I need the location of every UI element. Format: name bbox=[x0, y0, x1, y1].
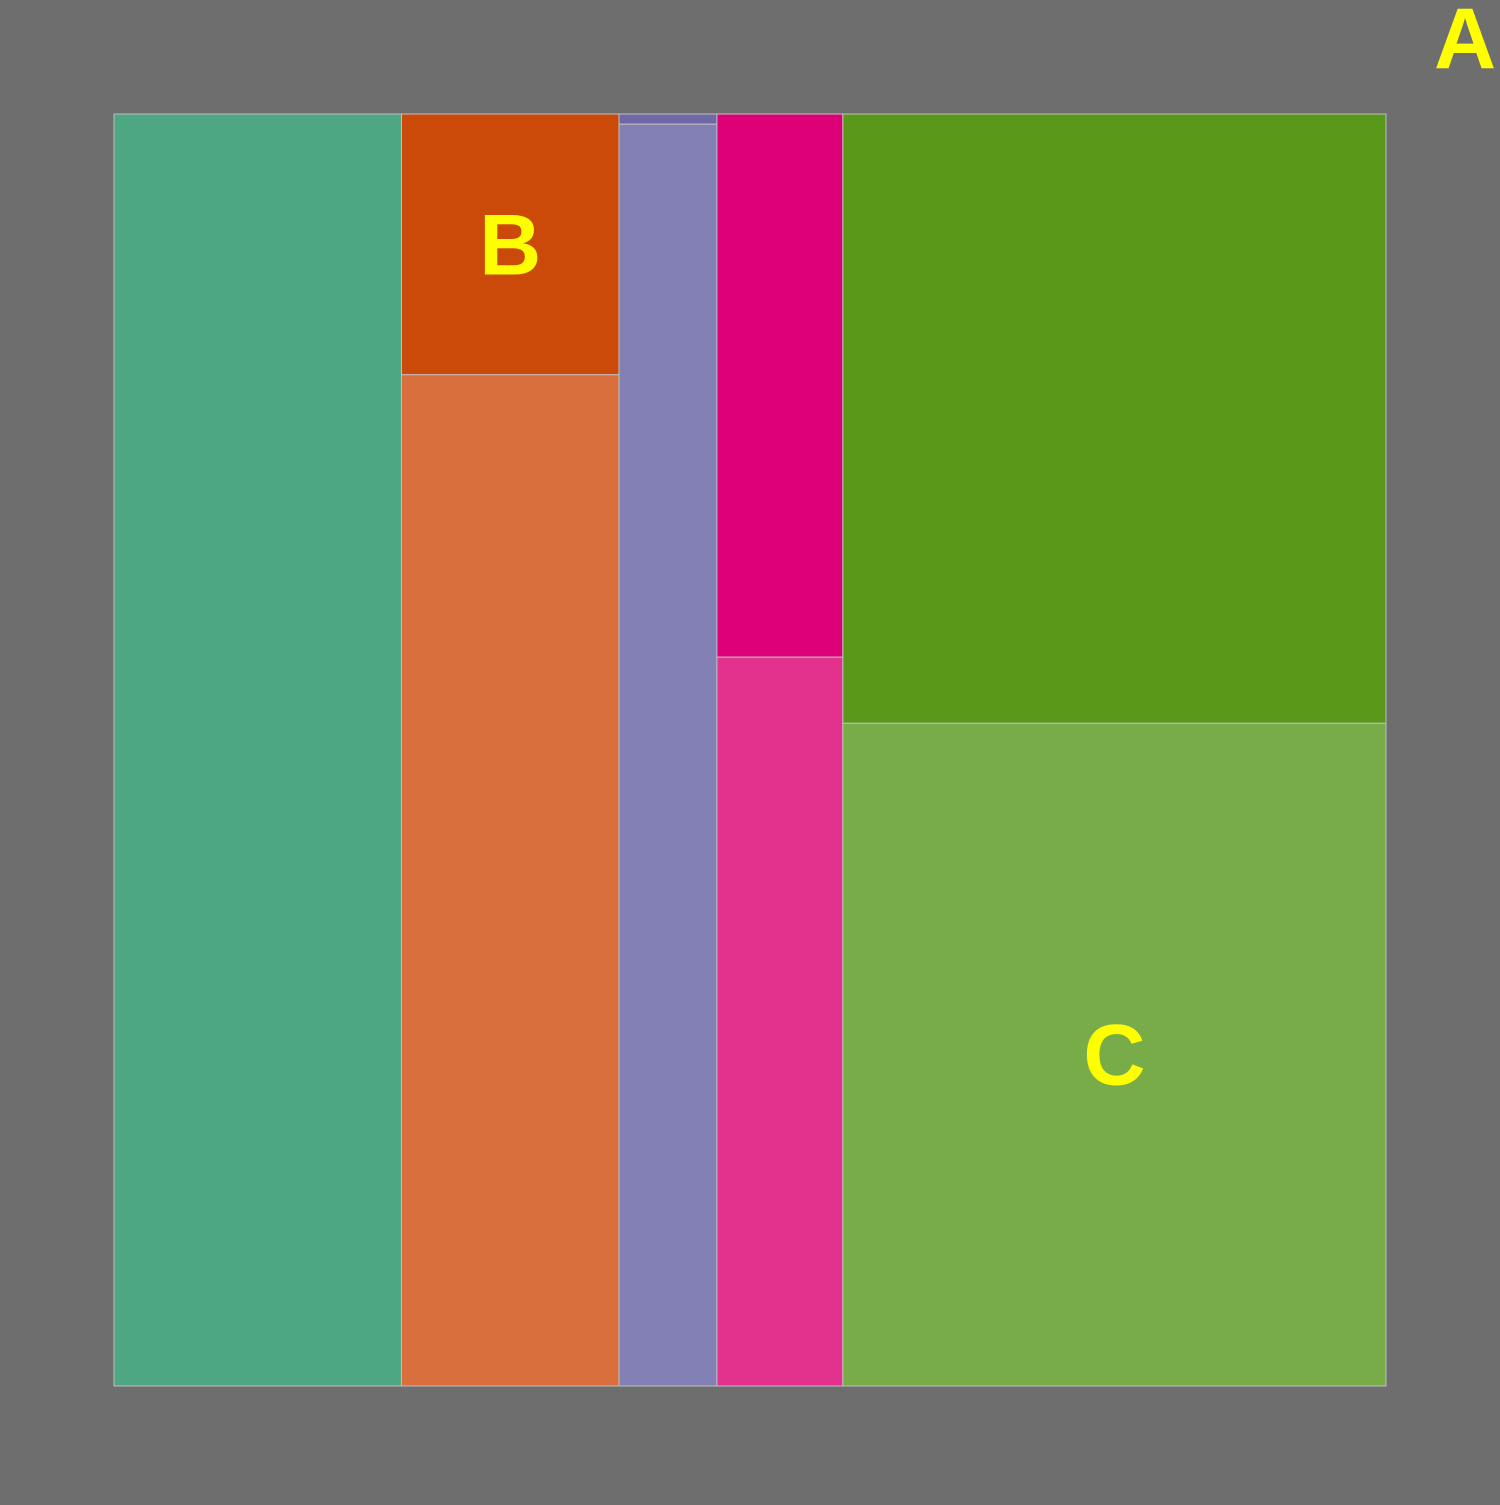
treemap-labels: BC bbox=[479, 197, 1145, 1103]
treemap-cell-1-0 bbox=[400, 113, 620, 376]
treemap-cell-0-0 bbox=[113, 113, 402, 1387]
treemap-cell-2-1 bbox=[618, 123, 718, 1387]
treemap-cell-label-C: C bbox=[1083, 1008, 1145, 1104]
treemap-cell-2-0 bbox=[618, 113, 718, 125]
treemap-cell-3-0 bbox=[716, 113, 844, 658]
treemap-cells bbox=[113, 113, 1387, 1387]
treemap-cell-label-B: B bbox=[479, 197, 541, 293]
treemap-cell-3-1 bbox=[716, 656, 844, 1387]
treemap-cell-4-1 bbox=[842, 722, 1387, 1387]
treemap-cell-4-0 bbox=[842, 113, 1387, 724]
corner-label: A bbox=[1434, 0, 1496, 87]
treemap-cell-1-1 bbox=[400, 374, 620, 1387]
